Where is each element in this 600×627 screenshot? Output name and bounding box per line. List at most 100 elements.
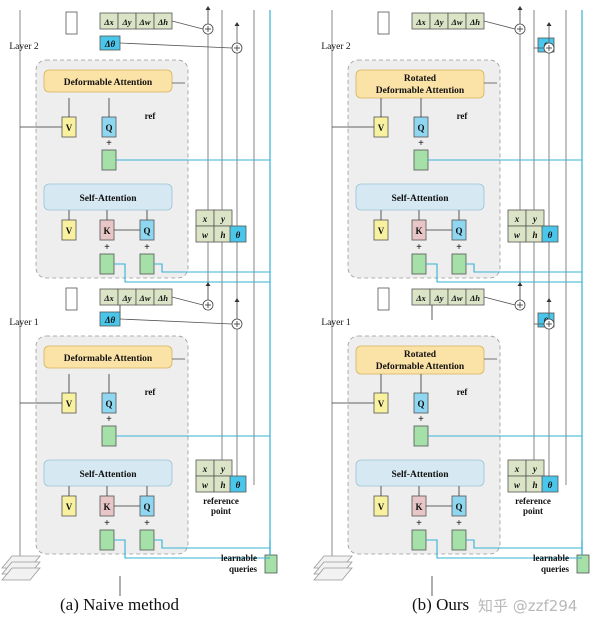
input-sheet <box>313 567 353 581</box>
ref-point-label: h <box>220 230 225 240</box>
pos-embed-box <box>413 425 429 447</box>
plus-label: + <box>416 242 422 253</box>
self-attention-box <box>355 459 485 487</box>
plus-label: + <box>418 138 424 149</box>
pos-embed-box <box>413 149 429 171</box>
box-offset-label: Δw <box>451 293 463 303</box>
output-feature-box <box>377 11 390 35</box>
deformable-attention-label: Deformable Attention <box>376 86 465 96</box>
box-offset-label: Δw <box>451 17 463 27</box>
query-label: Q <box>417 123 424 133</box>
ref-point-label: h <box>532 480 537 490</box>
ref-point-label: x <box>514 214 520 224</box>
theta-box <box>541 225 559 243</box>
deformable-attention-box <box>43 69 173 93</box>
theta-box <box>541 475 559 493</box>
box-offset-label: Δx <box>103 293 114 303</box>
connector-line <box>119 318 233 325</box>
plus-label: + <box>144 518 150 529</box>
deformable-attention-box <box>355 345 485 375</box>
box-offset-label: Δy <box>121 17 131 27</box>
output-feature-box <box>65 11 78 35</box>
ref-point-label: w <box>202 230 209 240</box>
box-offset-label: Δh <box>157 17 168 27</box>
value-label: V <box>66 502 73 512</box>
ref-point-label: y <box>532 214 538 224</box>
cyan-link <box>114 263 270 283</box>
theta-offset-label: Δθ <box>104 315 116 325</box>
value-label: V <box>66 226 73 236</box>
connector-line <box>119 42 233 49</box>
pos-embed-box <box>411 253 427 275</box>
cyan-link <box>466 539 582 549</box>
theta-label: θ <box>236 480 241 490</box>
box-offset-label: Δh <box>469 17 480 27</box>
value-label: V <box>66 399 73 409</box>
key-label: K <box>415 226 422 236</box>
pos-embed-box <box>139 529 155 551</box>
pos-embed-box <box>101 149 117 171</box>
reference-point-label: reference <box>515 496 551 506</box>
arrow-head-icon <box>546 22 552 26</box>
query-label: Q <box>105 123 112 133</box>
pos-embed-box <box>451 529 467 551</box>
connector-line <box>171 20 204 30</box>
ref-point-label: y <box>220 214 226 224</box>
value-label: V <box>378 399 385 409</box>
output-feature-box <box>377 287 390 311</box>
learnable-queries-label: queries <box>229 564 257 574</box>
query-label: Q <box>417 399 424 409</box>
ref-label: ref <box>145 387 157 397</box>
box-offset-label: Δy <box>433 293 443 303</box>
query-label: Q <box>143 502 150 512</box>
ref-label: ref <box>457 387 469 397</box>
output-feature-box <box>65 287 78 311</box>
box-offset-label: Δw <box>139 293 151 303</box>
ref-point-label: h <box>532 230 537 240</box>
layer-label: Layer 2 <box>9 42 39 52</box>
cyan-link <box>426 263 582 283</box>
ref-point-label: y <box>532 464 538 474</box>
ref-point-label: w <box>514 480 521 490</box>
cyan-link <box>466 263 582 273</box>
deformable-attention-label: Deformable Attention <box>64 354 153 364</box>
pos-embed-box <box>451 253 467 275</box>
self-attention-label: Self-Attention <box>80 194 138 204</box>
learnable-queries-label: queries <box>541 564 569 574</box>
box-offset-label: Δx <box>415 17 426 27</box>
pos-embed-box <box>99 529 115 551</box>
deformable-attention-label: Deformable Attention <box>64 78 153 88</box>
ref-label: ref <box>457 111 469 121</box>
arrow-head-icon <box>234 298 240 302</box>
box-offset-label: Δy <box>433 17 443 27</box>
ref-point-label: w <box>514 230 521 240</box>
value-label: V <box>378 502 385 512</box>
self-attention-box <box>43 459 173 487</box>
ref-point-label: h <box>220 480 225 490</box>
arrow-head-icon <box>205 6 211 10</box>
learnable-queries-label: learnable <box>221 553 257 563</box>
connector-line <box>171 296 204 306</box>
theta-label: θ <box>548 480 553 490</box>
query-label: Q <box>455 502 462 512</box>
self-attention-label: Self-Attention <box>392 194 450 204</box>
box-offset-label: Δh <box>469 293 480 303</box>
deformable-attention-label: Deformable Attention <box>376 362 465 372</box>
pos-embed-box <box>139 253 155 275</box>
plus-label: + <box>104 242 110 253</box>
query-label: Q <box>105 399 112 409</box>
value-label: V <box>378 226 385 236</box>
self-attention-label: Self-Attention <box>80 470 138 480</box>
caption-naive: (a) Naive method <box>60 595 179 614</box>
layer-label: Layer 1 <box>9 318 39 328</box>
ref-point-label: x <box>202 214 208 224</box>
learnable-queries-label: learnable <box>533 553 569 563</box>
plus-label: + <box>106 414 112 425</box>
pos-embed-box <box>99 253 115 275</box>
box-offset-label: Δy <box>121 293 131 303</box>
self-attention-box <box>43 183 173 211</box>
theta-box <box>229 225 247 243</box>
theta-label: θ <box>236 230 241 240</box>
watermark: 知乎 @zzf294 <box>478 597 578 615</box>
arrow-head-icon <box>205 282 211 286</box>
